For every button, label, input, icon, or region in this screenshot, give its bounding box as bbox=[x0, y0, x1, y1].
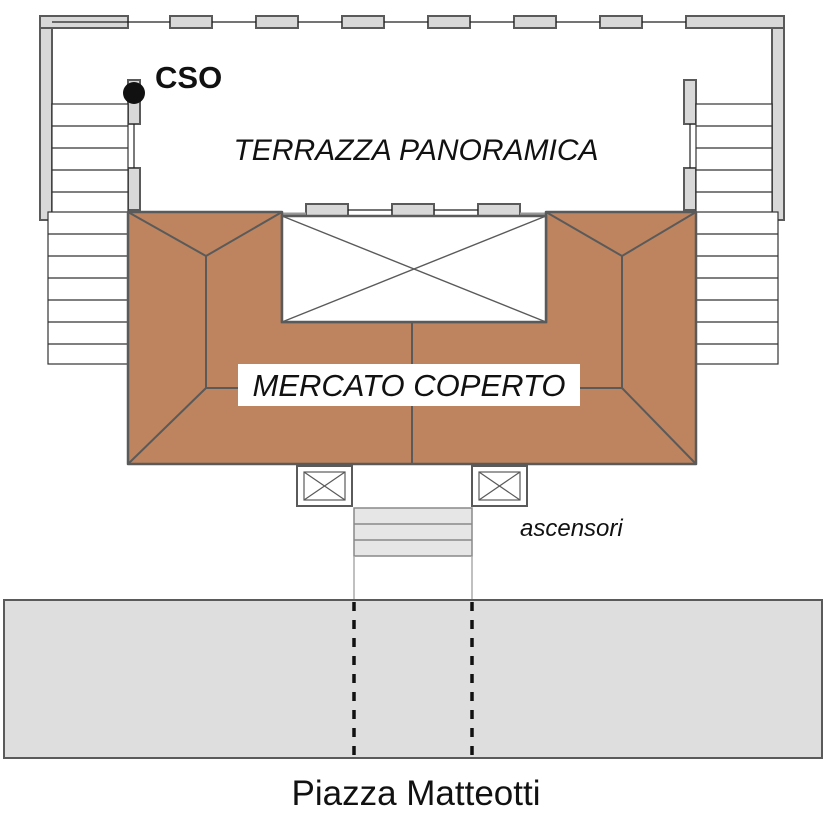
elevator-left-icon bbox=[296, 465, 353, 507]
skylight-icon bbox=[280, 214, 548, 324]
piazza-area bbox=[3, 599, 823, 759]
market-label: MERCATO COPERTO bbox=[253, 368, 566, 403]
elevators-label: ascensori bbox=[520, 515, 623, 542]
elevator-right-icon bbox=[471, 465, 528, 507]
terrace-label: TERRAZZA PANORAMICA bbox=[233, 134, 598, 167]
cso-marker-icon bbox=[123, 82, 145, 104]
left-staircase bbox=[47, 103, 129, 365]
parapet-railings bbox=[52, 21, 691, 216]
right-staircase bbox=[695, 103, 779, 365]
cso-label: CSO bbox=[155, 60, 222, 95]
market-label-box bbox=[238, 364, 580, 406]
crossing-lines bbox=[352, 602, 474, 756]
entrance-path bbox=[353, 556, 473, 600]
terrace-parapet bbox=[39, 15, 785, 221]
square-label: Piazza Matteotti bbox=[292, 774, 541, 813]
entrance-steps bbox=[353, 507, 473, 557]
